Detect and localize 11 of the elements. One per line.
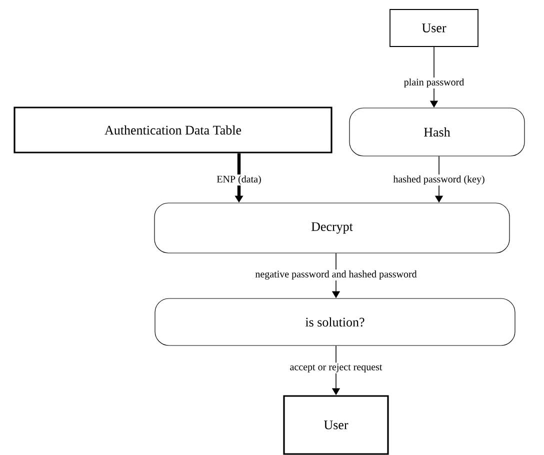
edge-label: plain password <box>402 77 466 89</box>
edge-label: accept or reject request <box>288 362 384 374</box>
edge-label: negative password and hashed password <box>254 269 418 281</box>
rounded-box: is solution? <box>154 298 516 346</box>
rounded-box: Decrypt <box>154 202 510 254</box>
process-box: Authentication Data Table <box>14 106 332 154</box>
process-box: User <box>390 9 478 47</box>
process-box: User <box>283 395 389 455</box>
edge-label: hashed password (key) <box>392 174 486 186</box>
rounded-box: Hash <box>349 108 525 156</box>
edge-label: ENP (data) <box>216 174 262 186</box>
